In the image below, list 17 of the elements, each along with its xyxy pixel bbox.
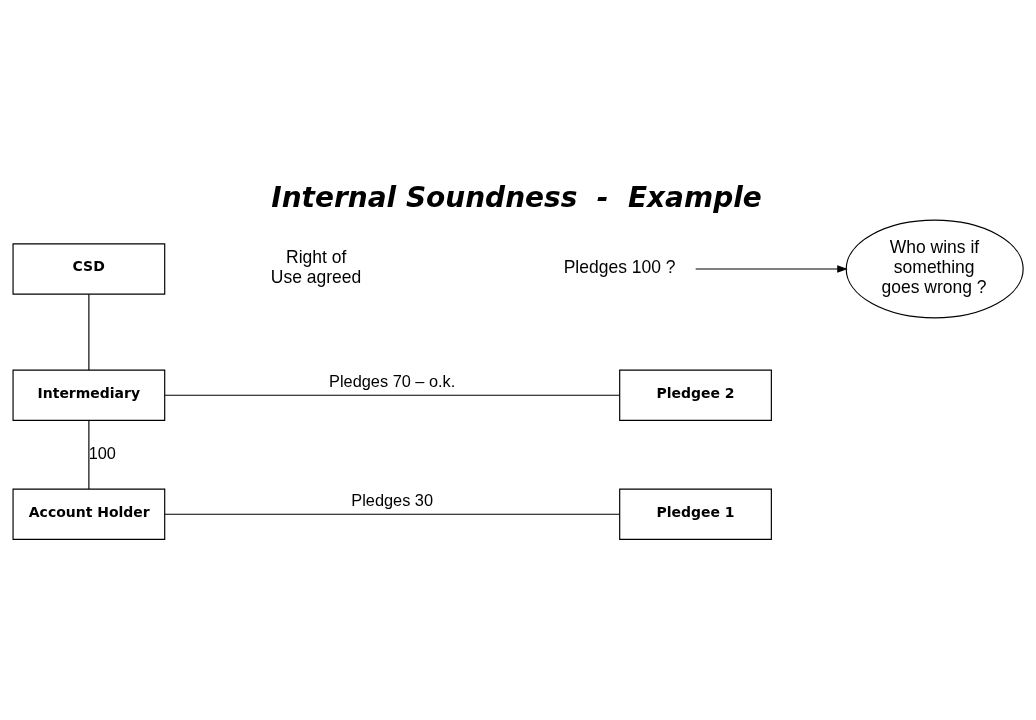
connector (88, 293, 90, 371)
node-box: Intermediary (12, 369, 166, 421)
node-box: Pledgee 1 (619, 488, 772, 540)
arrow (695, 265, 848, 273)
connector (164, 394, 621, 396)
edge-label: 100 (88, 444, 116, 463)
node-box: Pledgee 2 (619, 369, 772, 421)
edge-label: Pledges 30 (351, 491, 434, 510)
node-text: Pledges 100 ? (563, 257, 676, 278)
connector (88, 420, 90, 490)
node-ellipse: Who wins if something goes wrong ? (845, 219, 1024, 319)
node-box: CSD (12, 243, 166, 295)
connector (164, 513, 621, 515)
edge-label: Pledges 70 – o.k. (329, 372, 456, 391)
label: Right of Use agreed (270, 247, 362, 287)
node-box: Account Holder (12, 488, 166, 540)
diagram-title: Internal Soundness - Example (271, 180, 762, 214)
